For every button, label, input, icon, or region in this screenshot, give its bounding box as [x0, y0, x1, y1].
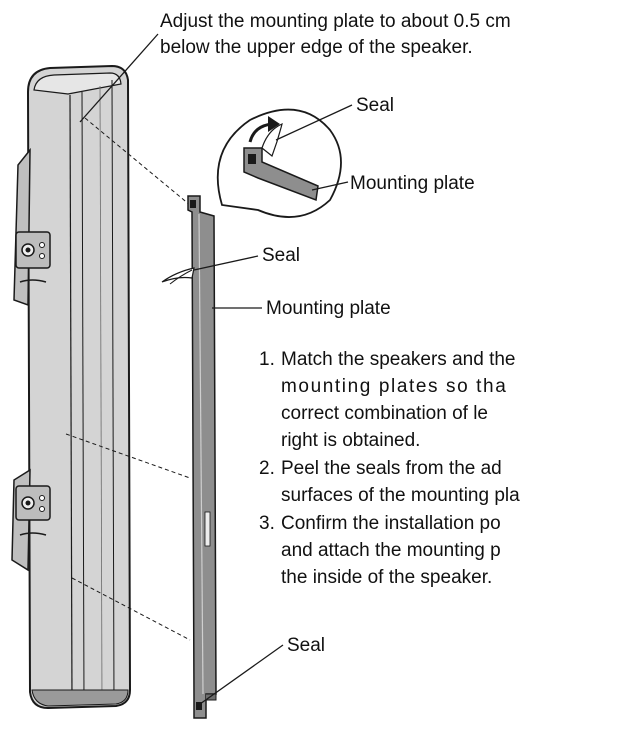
terminal-knob — [25, 500, 31, 506]
adjustment-note-line-1: Adjust the mounting plate to about 0.5 c… — [160, 11, 511, 32]
speaker-top-cap — [33, 72, 122, 95]
leader-seal-middle — [193, 255, 259, 271]
speaker-slot — [19, 279, 47, 283]
mounting-plate-shape — [187, 195, 217, 719]
curved-arrow-head — [268, 116, 280, 132]
step-line: right is obtained. — [281, 430, 421, 451]
instruction-step-2: 2. Peel the seals from the ad surfaces o… — [259, 455, 623, 509]
leader-adjust — [79, 33, 159, 123]
terminal-knob — [25, 247, 31, 253]
mounting-plate-rail — [198, 213, 204, 695]
step-line: correct combination of le — [281, 403, 488, 424]
step-number: 2. — [259, 458, 275, 479]
speaker-body — [26, 64, 132, 710]
speaker-slot — [19, 532, 47, 536]
terminal-screw — [39, 242, 45, 248]
alignment-line — [65, 433, 191, 479]
alignment-lines — [65, 117, 191, 641]
seal-peeled-middle — [161, 267, 195, 283]
speaker-bottom — [31, 689, 129, 707]
inset-seal — [261, 122, 283, 157]
step-line: and attach the mounting p — [281, 540, 501, 561]
terminal-screw — [39, 506, 45, 512]
speaker-edge-line — [81, 91, 85, 705]
adjustment-note: Adjust the mounting plate to about 0.5 c… — [160, 9, 623, 61]
speaker — [11, 64, 132, 710]
inset-plate-tab — [248, 154, 256, 164]
label-seal-bottom: Seal — [287, 635, 326, 656]
alignment-line — [71, 577, 191, 641]
step-line: Match the speakers and the — [281, 349, 516, 370]
label-seal-inset: Seal — [356, 95, 395, 116]
instruction-steps: 1. Match the speakers and the mounting p… — [259, 346, 623, 592]
step-line: Peel the seals from the ad — [281, 458, 502, 479]
speaker-edge-line — [99, 85, 103, 705]
speaker-edge-line — [69, 94, 73, 705]
step-line: mounting plates so tha — [281, 376, 508, 397]
adjustment-note-line-2: below the upper edge of the speaker. — [160, 37, 473, 58]
label-mounting-plate-inset: Mounting plate — [350, 173, 475, 194]
speaker-edge-line — [111, 79, 115, 705]
mounting-plate-slot — [204, 511, 211, 547]
terminal-screw — [39, 253, 45, 259]
alignment-line — [84, 117, 191, 206]
step-number: 3. — [259, 513, 275, 534]
leader-lines — [79, 33, 353, 705]
label-seal-middle: Seal — [262, 245, 301, 266]
mounting-plate-tab — [196, 702, 202, 710]
leader-seal-bottom — [199, 644, 284, 705]
instruction-step-3: 3. Confirm the installation po and attac… — [259, 510, 623, 591]
step-line: surfaces of the mounting pla — [281, 485, 520, 506]
seal-peeled-middle-fold — [169, 269, 193, 285]
inset-plate — [243, 147, 319, 202]
leader-seal-top — [275, 104, 353, 141]
step-line: Confirm the installation po — [281, 513, 501, 534]
step-line: the inside of the speaker. — [281, 567, 493, 588]
label-mounting-plate-middle: Mounting plate — [266, 298, 391, 319]
instruction-step-1: 1. Match the speakers and the mounting p… — [259, 346, 623, 454]
mounting-plate — [187, 195, 217, 719]
mounting-plate-tab — [190, 200, 196, 208]
leader-plate-inset — [311, 181, 349, 191]
terminal-screw — [39, 495, 45, 501]
step-number: 1. — [259, 349, 275, 370]
detail-inset — [216, 108, 342, 218]
